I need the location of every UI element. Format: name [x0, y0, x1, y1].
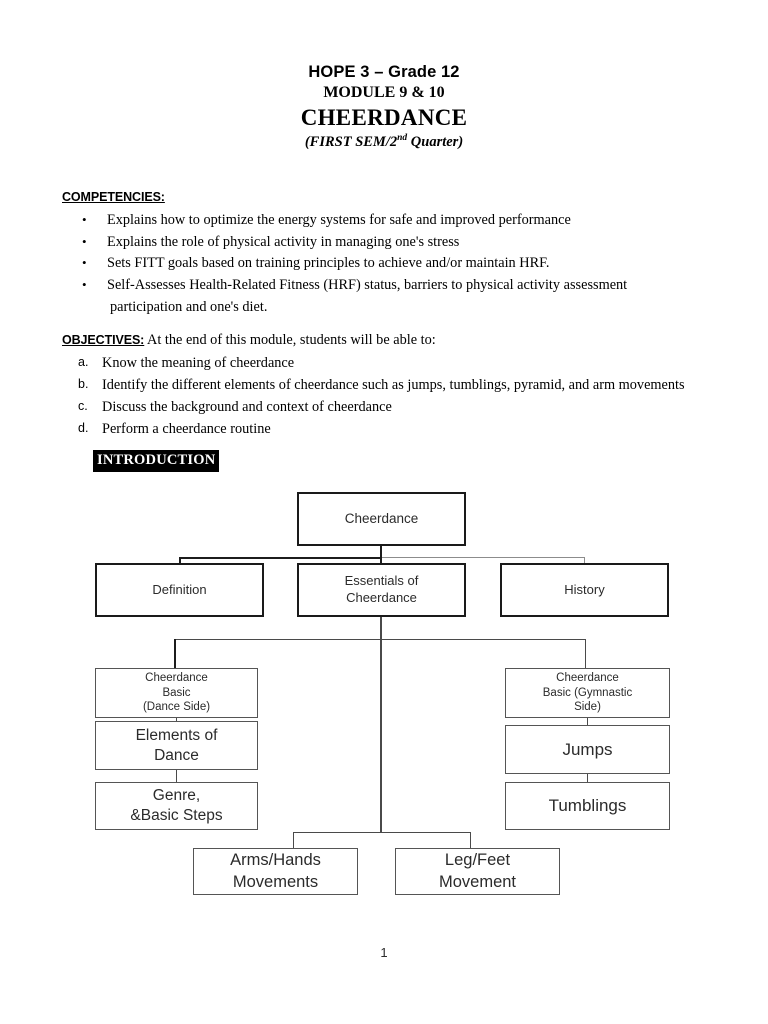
node-label-line2: Cheerdance [346, 590, 417, 605]
connector-root-stem [380, 546, 383, 558]
connector-tier3-rail [174, 639, 586, 641]
node-label-line1: Essentials of [344, 573, 419, 589]
flowchart-node-jumps: Jumps [505, 725, 670, 774]
node-label-line1: Cheerdance [556, 671, 619, 684]
competencies-list: • Explains how to optimize the energy sys… [62, 210, 722, 297]
node-label-line2: &Basic Steps [130, 807, 223, 824]
flowchart-node-definition: Definition [95, 563, 264, 617]
node-label-line2: Dance [154, 746, 199, 764]
competency-text: Sets FITT goals based on training princi… [107, 255, 550, 272]
header-semester-quarter: (FIRST SEM/2nd Quarter) [0, 132, 768, 152]
objective-marker: c. [78, 398, 88, 413]
header-sem-post: Quarter) [407, 133, 464, 150]
flowchart-node-history: History [500, 563, 669, 617]
list-item: • Sets FITT goals based on training princ… [62, 253, 722, 275]
objective-marker: d. [78, 420, 89, 435]
list-item: • Explains the role of physical activity … [62, 232, 722, 254]
flowchart-node-cheerdance: Cheerdance [297, 492, 466, 546]
connector-jumps-to-tumblings [587, 774, 589, 782]
competency-text: Self-Assesses Health-Related Fitness (HR… [107, 277, 628, 294]
connector-bottom-rail [293, 832, 471, 834]
node-label-line2: Movements [232, 872, 319, 891]
header-title: CHEERDANCE [300, 104, 468, 130]
node-label-line1: Cheerdance [145, 671, 208, 684]
list-item: b. Identify the different elements of che… [62, 375, 742, 397]
bullet-glyph: • [82, 212, 87, 227]
bullet-glyph: • [82, 255, 87, 271]
list-item: c. Discuss the background and context of … [62, 397, 742, 419]
objectives-list: a. Know the meaning of cheerdance b. Ident… [62, 353, 742, 440]
objective-text: Perform a cheerdance routine [102, 420, 271, 437]
list-item: d. Perform a cheerdance routine [62, 419, 742, 441]
node-label: History [564, 581, 605, 597]
node-label: Definition [152, 581, 207, 597]
node-label: Jumps [562, 739, 613, 759]
connector-to-dance-side [174, 639, 176, 669]
header-course-grade: HOPE 3 – Grade 12 [308, 63, 460, 81]
objectives-section: OBJECTIVES: At the end of this module, s… [62, 330, 742, 440]
flowchart-node-tumblings: Tumblings [505, 782, 670, 830]
objective-text: Know the meaning of cheerdance [102, 355, 295, 372]
node-label-line2: Movement [438, 872, 517, 891]
connector-tier2-rail-left [179, 557, 382, 559]
connector-to-arms-hands [293, 832, 295, 848]
header-sem-pre: (FIRST SEM/2 [304, 133, 398, 150]
objective-text: Discuss the background and context of ch… [102, 398, 392, 415]
list-item: • Explains how to optimize the energy sys… [62, 210, 722, 232]
connector-tier2-rail-right [382, 557, 585, 559]
header-sem-ordinal: nd [397, 132, 408, 143]
competencies-section: COMPETENCIES: • Explains how to optimize … [62, 190, 722, 319]
competency-text: Explains how to optimize the energy syst… [107, 212, 571, 228]
node-label: Cheerdance [344, 511, 419, 527]
header-module: MODULE 9 & 10 [323, 84, 445, 102]
node-label-line2: Basic (Gymnastic [542, 686, 633, 699]
node-label-line1: Leg/Feet [444, 851, 511, 870]
bullet-glyph: • [82, 277, 87, 293]
node-label-line1: Elements of [135, 726, 218, 744]
competency-continuation: participation and one's diet. [110, 298, 268, 315]
objective-marker: b. [78, 377, 89, 392]
flowchart-node-genre-basic-steps: Genre, &Basic Steps [95, 782, 258, 830]
objective-text: Identify the different elements of cheer… [102, 377, 685, 394]
document-header: HOPE 3 – Grade 12 MODULE 9 & 10 CHEERDAN… [0, 62, 768, 151]
page-number: 1 [380, 945, 388, 960]
connector-elements-to-genre [176, 770, 178, 782]
objective-marker: a. [78, 355, 89, 370]
list-item: • Self-Assesses Health-Related Fitness (H… [62, 275, 722, 297]
node-label-line1: Arms/Hands [230, 851, 321, 870]
list-item: a. Know the meaning of cheerdance [62, 353, 742, 375]
connector-to-leg-feet [470, 832, 472, 848]
node-label: Genre, &Basic Steps [130, 786, 222, 826]
bullet-glyph: • [82, 233, 87, 249]
node-label-line3: Side) [574, 701, 601, 714]
node-label-line3: (Dance Side) [142, 701, 211, 714]
competency-text: Explains the role of physical activity i… [107, 233, 460, 250]
introduction-heading: INTRODUCTION [93, 450, 220, 472]
objectives-intro-text: At the end of this module, students will… [147, 332, 436, 348]
node-label: Elements of Dance [136, 726, 218, 766]
connector-essentials-trunk [380, 617, 382, 832]
node-label-line1: Genre, [152, 787, 201, 805]
node-label: Tumblings [548, 796, 627, 816]
objectives-heading: OBJECTIVES: [62, 333, 145, 347]
competencies-heading: COMPETENCIES: [62, 190, 165, 204]
objectives-intro-line: OBJECTIVES: At the end of this module, s… [62, 330, 742, 351]
flowchart-node-elements-of-dance: Elements of Dance [95, 721, 258, 770]
connector-to-gymnastic-side [585, 639, 587, 669]
node-label-line2: Basic [162, 686, 191, 699]
